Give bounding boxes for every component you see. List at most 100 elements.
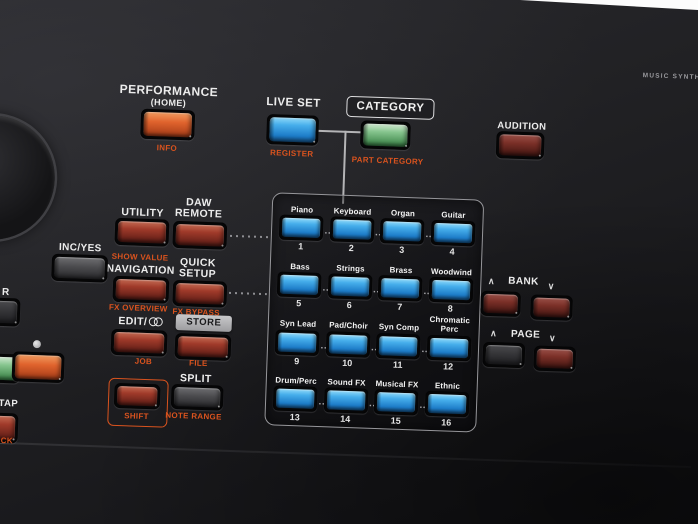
photo-background-corner: [520, 0, 698, 10]
category-cell-2: Keyboard 2: [326, 198, 378, 256]
category-button-14[interactable]: [323, 387, 369, 414]
navigation-button[interactable]: [112, 275, 170, 304]
category-number: 12: [442, 360, 454, 372]
category-number: 15: [390, 415, 401, 426]
category-button-1[interactable]: [278, 214, 324, 242]
panel-bottom-edge: [0, 441, 692, 469]
model-text: MUSIC SYNTHE: [642, 72, 698, 82]
category-name: Strings: [336, 263, 365, 274]
category-name: Piano: [290, 205, 314, 215]
bank-down-button[interactable]: [530, 294, 573, 321]
category-button-6[interactable]: [327, 273, 373, 300]
category-button-3[interactable]: [379, 218, 425, 246]
category-name: Syn Lead: [279, 319, 317, 330]
enter-button-fragment[interactable]: [0, 297, 21, 327]
page-up-button[interactable]: [482, 341, 526, 369]
performance-button[interactable]: [140, 108, 196, 141]
category-name: Drum/Perc: [275, 375, 317, 386]
category-name: Bass: [290, 261, 310, 272]
category-number: 16: [441, 417, 452, 428]
category-name: Keyboard: [333, 206, 372, 217]
category-cell-16: Ethnic 16: [421, 372, 473, 430]
category-name: Brass: [389, 265, 413, 275]
category-grid-connector: [342, 130, 347, 204]
utility-button[interactable]: [114, 217, 170, 247]
category-button-10[interactable]: [325, 330, 371, 358]
store-button[interactable]: [174, 332, 232, 361]
page-down-button[interactable]: [533, 345, 577, 372]
daw-remote-button[interactable]: [172, 220, 228, 250]
category-cell-9: Syn Lead 9: [271, 309, 323, 369]
category-button-12[interactable]: [426, 334, 472, 361]
category-button-9[interactable]: [274, 329, 320, 356]
category-cell-13: Drum/Perc 13: [269, 367, 321, 425]
category-label: CATEGORY: [346, 95, 435, 120]
category-cell-14: Sound FX 14: [320, 369, 372, 427]
category-number: 2: [348, 243, 354, 254]
category-button-15[interactable]: [373, 388, 419, 416]
led-indicator: [32, 340, 42, 349]
category-button-11[interactable]: [375, 332, 421, 360]
tap-label-fragment: /TAP: [0, 397, 19, 410]
category-name: Sound FX: [327, 377, 366, 388]
part-category-shift-label: PART CATEGORY: [351, 155, 424, 167]
category-button-16[interactable]: [424, 390, 470, 418]
inc-yes-label: INC/YES: [58, 241, 102, 255]
info-shift-label: INFO: [156, 143, 178, 153]
category-cell-6: Strings 6: [324, 255, 376, 313]
category-cell-1: Piano 1: [275, 196, 327, 254]
enter-label-fragment: R: [1, 286, 10, 299]
category-name: Organ: [390, 208, 416, 219]
bank-up-button[interactable]: [480, 290, 522, 318]
part-category-button[interactable]: [359, 120, 411, 151]
category-cell-15: Musical FX 15: [370, 370, 422, 428]
quick-setup-button[interactable]: [172, 279, 228, 308]
category-number: 7: [397, 301, 403, 312]
category-cell-4: Guitar 4: [427, 202, 479, 260]
category-number: 4: [449, 246, 455, 258]
inc-yes-button[interactable]: [51, 253, 109, 283]
page-label: PAGE: [510, 328, 541, 341]
category-button-13[interactable]: [273, 385, 318, 412]
category-button-8[interactable]: [428, 276, 474, 304]
category-name: Musical FX: [375, 378, 419, 390]
shift-button[interactable]: [113, 382, 161, 410]
bank-down-icon: ∨: [547, 280, 555, 292]
category-name: Pad/Choir: [329, 320, 369, 332]
category-number: 14: [340, 413, 351, 425]
category-name: Guitar: [441, 210, 466, 221]
audition-button[interactable]: [495, 131, 545, 160]
live-set-button[interactable]: [266, 114, 320, 146]
store-label: STORE: [175, 313, 233, 332]
red-button-left[interactable]: [11, 351, 65, 384]
category-button-4[interactable]: [430, 220, 476, 247]
bank-up-icon: ∧: [487, 275, 496, 287]
edit-button[interactable]: [110, 328, 168, 357]
data-dial[interactable]: [0, 113, 57, 242]
category-name: Syn Comp: [378, 322, 420, 333]
category-number: 10: [342, 357, 353, 368]
category-number: 13: [289, 412, 300, 423]
category-number: 9: [294, 355, 300, 366]
bank-label: BANK: [507, 275, 539, 288]
category-cell-10: Pad/Choir 10: [322, 311, 374, 371]
category-button-2[interactable]: [329, 216, 375, 244]
category-cell-7: Brass 7: [374, 256, 426, 314]
split-button[interactable]: [170, 383, 224, 411]
category-name: Ethnic: [434, 380, 461, 391]
category-button-7[interactable]: [377, 274, 423, 302]
lock-label-fragment: OCK: [0, 435, 14, 446]
quick-setup-dotted-line: [228, 291, 267, 296]
compare-icon: [149, 317, 164, 329]
category-number: 8: [447, 303, 453, 314]
page-down-icon: ∨: [548, 333, 557, 344]
category-number: 1: [298, 241, 304, 252]
category-button-5[interactable]: [277, 271, 322, 298]
live-set-label: LIVE SET: [266, 96, 321, 110]
category-number: 6: [346, 299, 352, 310]
